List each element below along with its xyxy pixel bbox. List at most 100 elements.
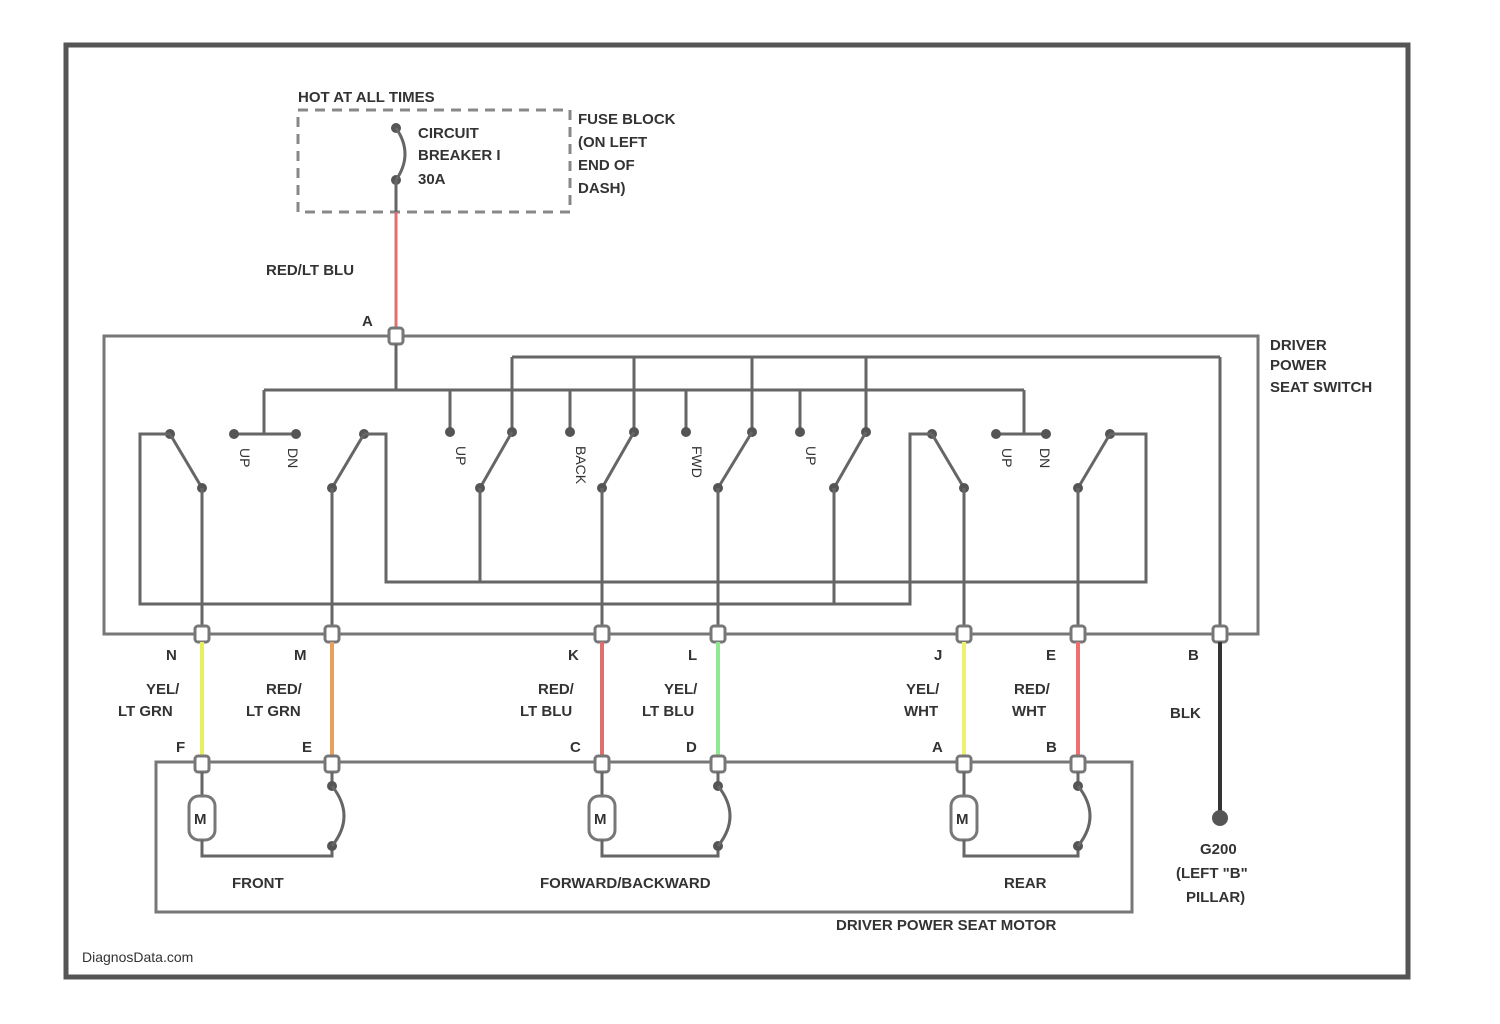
switch-blade [718, 432, 752, 488]
switch-contact-label: DN [1037, 448, 1053, 468]
switch-contact-label: DN [285, 448, 301, 468]
front-blade-left [170, 434, 202, 488]
wire-color-label: WHT [904, 703, 938, 720]
hot-at-all-times-label: HOT AT ALL TIMES [298, 89, 435, 106]
motor-symbol: M [594, 811, 607, 828]
contact-dot [445, 427, 455, 437]
wire-color-label: RED/ [1014, 681, 1051, 698]
switch-pin-label: J [934, 647, 942, 664]
switch-contact-label: FWD [689, 446, 705, 478]
switch-connector [325, 626, 339, 642]
circuit-breaker-icon [332, 786, 344, 846]
switch-connector [1071, 626, 1085, 642]
motor-symbol: M [194, 811, 207, 828]
motor-pin-label: F [176, 739, 185, 756]
feed-wire-label: RED/LT BLU [266, 262, 354, 279]
seat-switch-label-1: DRIVER [1270, 337, 1327, 354]
switch-contact-label: BACK [573, 446, 589, 485]
wire-color-label: LT BLU [642, 703, 694, 720]
breaker-label-3: 30A [418, 171, 446, 188]
motor-pin-label: E [302, 739, 312, 756]
motor-connector [325, 756, 339, 772]
motor-label-fwdback: FORWARD/BACKWARD [540, 875, 711, 892]
wire-color-label: YEL/ [146, 681, 180, 698]
switch-contact-label: UP [237, 448, 253, 467]
switch-contact-label: UP [803, 446, 819, 465]
seat-switch-label-3: SEAT SWITCH [1270, 379, 1372, 396]
switch-connector [711, 626, 725, 642]
contact-dot [565, 427, 575, 437]
switch-connector [595, 626, 609, 642]
circuit-breaker-symbol [396, 128, 405, 180]
ground-label-2: (LEFT "B" [1176, 865, 1248, 882]
fuse-block-label-1: FUSE BLOCK [578, 111, 676, 128]
motor-pin-label: C [570, 739, 581, 756]
contact-dot [991, 429, 1001, 439]
wire-color-label: WHT [1012, 703, 1046, 720]
wire-color-label: YEL/ [664, 681, 698, 698]
contact-dot [795, 427, 805, 437]
front-blade-right [332, 434, 364, 488]
fuse-block-label-2: (ON LEFT [578, 134, 647, 151]
wire-color-label: RED/ [266, 681, 303, 698]
seat-switch-housing [104, 336, 1258, 634]
motor-connector [595, 756, 609, 772]
circuit-breaker-icon [718, 786, 730, 846]
switch-pin-label: M [294, 647, 307, 664]
wire-color-label: YEL/ [906, 681, 940, 698]
motor-connector [957, 756, 971, 772]
switch-contact-label: UP [453, 446, 469, 465]
switch-connector [1213, 626, 1227, 642]
seat-switch-label-2: POWER [1270, 357, 1327, 374]
motor-label-front: FRONT [232, 875, 284, 892]
ground-switch-pin-label: B [1188, 647, 1199, 664]
ground-point-icon [1212, 810, 1228, 826]
motor-connector [1071, 756, 1085, 772]
front-motor: M [189, 772, 344, 856]
switch-blade [834, 432, 866, 488]
rear-blade-right [1078, 434, 1110, 488]
feed-pin-label: A [362, 313, 373, 330]
motor-pin-label: A [932, 739, 943, 756]
harness-wire-fwdback-2: L YEL/ LT BLU D [642, 642, 718, 758]
wire-color-label: LT GRN [118, 703, 173, 720]
switch-connector-a [389, 328, 403, 344]
switch-blade [602, 432, 634, 488]
watermark: DiagnosData.com [82, 949, 193, 965]
harness-wire-front-1: N YEL/ LT GRN F [118, 642, 202, 758]
harness-wire-front-2: M RED/ LT GRN E [246, 642, 332, 758]
motor-connector [195, 756, 209, 772]
fuse-block-label-3: END OF [578, 157, 635, 174]
contact-dot [229, 429, 239, 439]
breaker-label-2: BREAKER I [418, 147, 501, 164]
contact-dot [1041, 429, 1051, 439]
motor-pin-label: B [1046, 739, 1057, 756]
motor-label-rear: REAR [1004, 875, 1047, 892]
switch-connector [195, 626, 209, 642]
harness-wire-rear-2: E RED/ WHT B [1012, 642, 1078, 758]
ground-wire-label: BLK [1170, 705, 1201, 722]
wire-color-label: LT BLU [520, 703, 572, 720]
contact-dot [681, 427, 691, 437]
harness-wire-fwdback-1: K RED/ LT BLU C [520, 642, 602, 758]
contact-dot [291, 429, 301, 439]
harness-wire-rear-1: J YEL/ WHT A [904, 642, 964, 758]
seat-motor-assembly-label: DRIVER POWER SEAT MOTOR [836, 917, 1056, 934]
switch-contact-label: UP [999, 448, 1015, 467]
breaker-label-1: CIRCUIT [418, 125, 479, 142]
rear-motor: M [951, 772, 1090, 856]
switch-connector [957, 626, 971, 642]
fwdback-motor: M [589, 772, 730, 856]
switch-blade [480, 432, 512, 488]
circuit-breaker-icon [1078, 786, 1090, 846]
wire-color-label: RED/ [538, 681, 575, 698]
diagram-frame [66, 45, 1408, 977]
wire-color-label: LT GRN [246, 703, 301, 720]
fuse-block-label-4: DASH) [578, 180, 626, 197]
switch-pin-label: E [1046, 647, 1056, 664]
motor-connector [711, 756, 725, 772]
ground-label-1: G200 [1200, 841, 1237, 858]
motor-symbol: M [956, 811, 969, 828]
ground-wire: B BLK [1170, 642, 1220, 816]
